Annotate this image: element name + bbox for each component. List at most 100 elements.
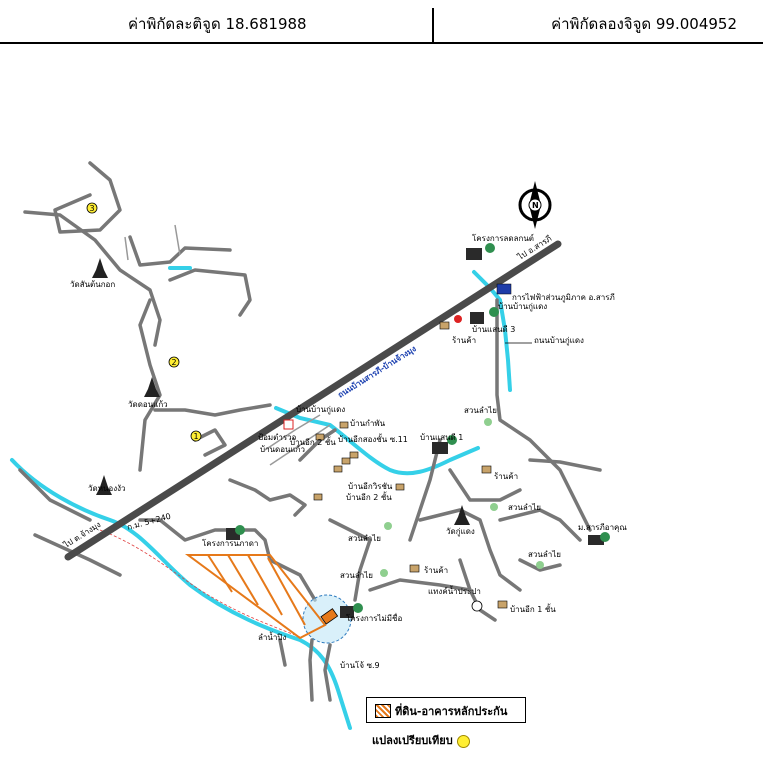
road-nw-3 bbox=[128, 235, 232, 267]
house-icon bbox=[339, 421, 349, 429]
house-icon bbox=[395, 483, 405, 491]
tree-icon bbox=[353, 603, 363, 613]
house-2f-a-label: บ้านอีก 2 ชั้น bbox=[290, 436, 336, 447]
house-icon bbox=[313, 493, 323, 501]
road-e-3 bbox=[448, 468, 522, 502]
house-icon bbox=[409, 564, 420, 573]
orchard-icon bbox=[536, 561, 544, 569]
shop3-label: ร้านค้า bbox=[424, 566, 448, 575]
orchard1-label: สวนลำไย bbox=[464, 406, 497, 415]
house-icon bbox=[341, 457, 351, 465]
legend-subject-label: ที่ดิน-อาคารหลักประกัน bbox=[395, 705, 508, 718]
orchard-icons bbox=[380, 418, 544, 577]
ban-kam-label: บ้านกำพัน bbox=[350, 419, 386, 428]
marker-2-dot bbox=[168, 356, 180, 368]
road-mid-6 bbox=[328, 518, 372, 602]
pea-icon bbox=[496, 283, 512, 295]
project-lop-label: โครงการลดลกนต์ bbox=[472, 233, 534, 243]
ban-don-kaew-label: บ้านดอนแก้ว bbox=[260, 445, 305, 454]
orchard3-label: สวนลำไย bbox=[348, 534, 381, 543]
marker-2: 2 bbox=[168, 356, 180, 368]
wat-don-kaew-label: วัดดอนแก้ว bbox=[128, 400, 168, 409]
wat-ku-daeng-label: วัดกู่แดง bbox=[446, 527, 475, 537]
house-2f-b-label: บ้านอีกวิรชัน bbox=[348, 482, 393, 491]
road-w-1 bbox=[18, 468, 92, 522]
house-dorm-label: บ้านอีกสองชั้น ซ.11 bbox=[338, 433, 408, 444]
tree-icon bbox=[600, 532, 610, 542]
road-e-2 bbox=[408, 438, 442, 542]
road-s-3 bbox=[278, 638, 287, 667]
canal-main bbox=[10, 458, 352, 730]
shop1-label: ร้านค้า bbox=[452, 336, 476, 345]
house-icon bbox=[349, 451, 359, 459]
building-icon bbox=[466, 248, 482, 260]
school-label: ม.สารภีอาคุณ bbox=[578, 523, 627, 532]
house-icon bbox=[315, 433, 325, 441]
house-icon bbox=[481, 465, 492, 474]
parcel-hatch-1 bbox=[207, 554, 233, 593]
canal-label: ลำน้ำปิง bbox=[258, 631, 286, 642]
compass-center bbox=[528, 198, 542, 212]
orchard5-label: สวนลำไย bbox=[528, 550, 561, 559]
boundary-path bbox=[99, 529, 301, 638]
tree-icon bbox=[485, 243, 495, 253]
house-1f-label: บ้านอีก 1 ชั้น bbox=[510, 603, 556, 614]
ban-ku-daeng-village-label: บ้านบ้านกู่แดง bbox=[498, 302, 547, 312]
project-nakhon-label: โครงการนภาดา bbox=[202, 538, 258, 548]
house-icon bbox=[439, 321, 450, 330]
ban-ku-daeng-label: บ้านบ้านกู่แดง bbox=[296, 405, 345, 415]
legend-comparison: แปลงเปรียบเทียบ bbox=[372, 731, 470, 749]
temple-icon bbox=[92, 258, 108, 278]
minor-1 bbox=[264, 414, 321, 451]
building-icon bbox=[432, 442, 448, 454]
road-s-1 bbox=[308, 638, 314, 702]
header-tick bbox=[715, 42, 741, 44]
ban-saen-3-label: บ้านแสนดี 3 bbox=[472, 325, 515, 334]
compass-letter: N bbox=[532, 201, 539, 210]
road-w-2 bbox=[33, 533, 122, 577]
road-e-6 bbox=[458, 558, 497, 622]
orchard-icon bbox=[490, 503, 498, 511]
tree-icon bbox=[489, 307, 499, 317]
road-e-1 bbox=[495, 298, 592, 532]
house-icons bbox=[313, 321, 508, 609]
parcel-hatch-4 bbox=[267, 557, 306, 626]
building-icon bbox=[588, 535, 604, 545]
boundary-line bbox=[99, 529, 301, 638]
canal-upper bbox=[274, 406, 480, 476]
coordinate-header: ค่าพิกัดละติจูด 18.681988 ค่าพิกัดลองจิจ… bbox=[0, 0, 763, 44]
legend-comparison-dot bbox=[456, 734, 470, 748]
road-e-9 bbox=[528, 458, 602, 472]
wat-ton-kok-label: วัดสันต้นกอก bbox=[70, 280, 115, 289]
parcel-hatch-3 bbox=[247, 554, 283, 616]
marker-3-dot bbox=[86, 202, 98, 214]
road-nw-4 bbox=[168, 268, 252, 317]
orchard2-label: สวนลำไย bbox=[508, 503, 541, 512]
longitude-label: ค่าพิกัดลองจิจูด 99.004952 bbox=[551, 15, 737, 33]
tree-icon bbox=[235, 525, 245, 535]
latitude-label: ค่าพิกัดละติจูด 18.681988 bbox=[128, 15, 307, 33]
house-icon bbox=[333, 465, 343, 473]
ban-saen-1-label: บ้านแสนดี 1 bbox=[420, 433, 463, 442]
main-road bbox=[64, 240, 562, 561]
building-icon bbox=[340, 606, 354, 618]
comparison-parcel bbox=[184, 554, 327, 640]
building-icons bbox=[226, 248, 604, 618]
header-divider bbox=[432, 8, 434, 42]
road-nw-5 bbox=[138, 298, 162, 472]
main-road-label: ถนนบ้านสารภี-บ้านจ้างมุง bbox=[336, 343, 419, 400]
marker-3-num: 3 bbox=[90, 204, 95, 213]
tree-icons bbox=[235, 243, 610, 613]
soi9-label: บ้านโจ้ ซ.9 bbox=[340, 660, 380, 670]
marker-3: 3 bbox=[86, 202, 98, 214]
legend-subject: ที่ดิน-อาคารหลักประกัน bbox=[366, 697, 526, 723]
shop2-label: ร้านค้า bbox=[494, 472, 518, 481]
road-mid-4 bbox=[228, 478, 307, 517]
service-station-label: ป้อมตำรวจ bbox=[258, 433, 297, 442]
road-e-4 bbox=[498, 508, 582, 542]
road-nw-1 bbox=[23, 210, 162, 347]
road-e-7 bbox=[368, 578, 472, 592]
police-icon bbox=[283, 419, 294, 430]
marker-1: 1 bbox=[190, 430, 202, 442]
